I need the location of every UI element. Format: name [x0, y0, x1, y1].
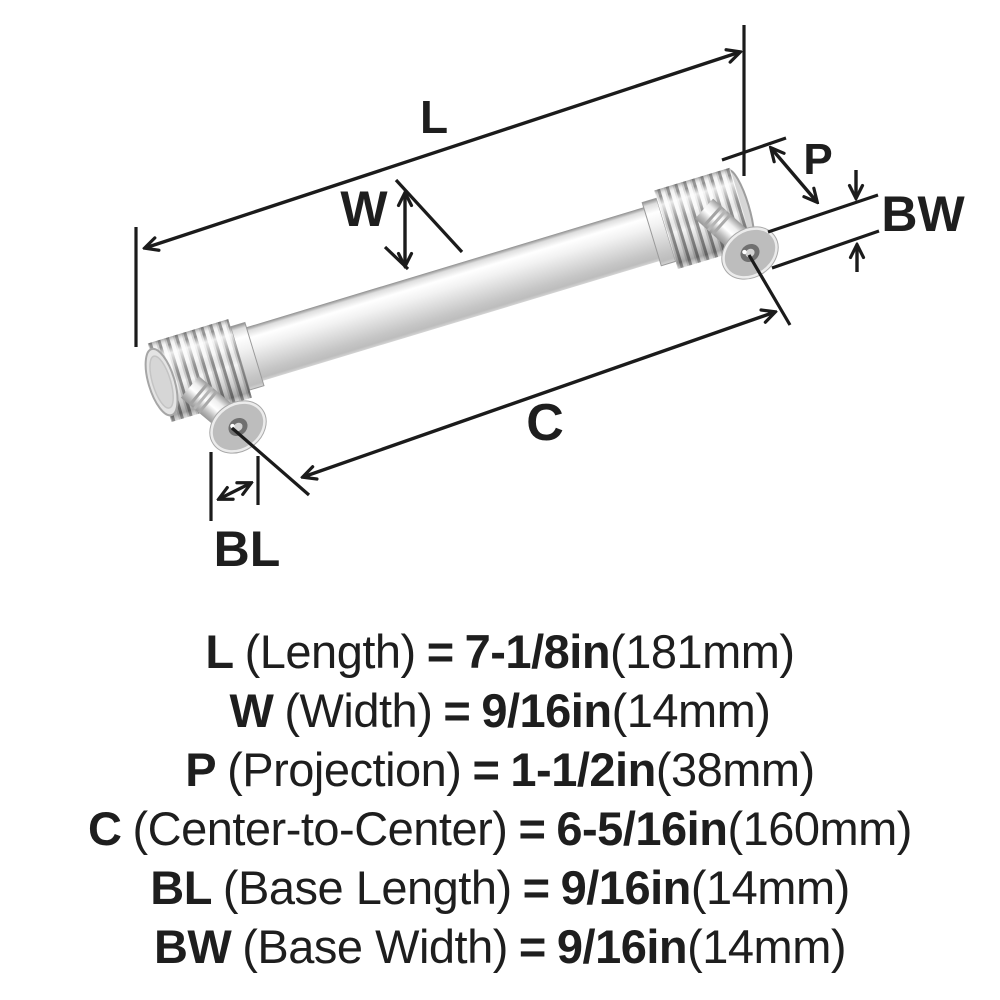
spec-metric: (14mm) [687, 920, 847, 973]
handle-bar [243, 206, 662, 382]
width-label: W [340, 181, 388, 237]
base-width-line-top [767, 193, 879, 234]
spec-inches: 9/16in [481, 684, 612, 737]
diagram-canvas: L W P BW [134, 25, 965, 577]
spec-abbr: BL [150, 861, 212, 914]
base-length-arrow [219, 483, 251, 499]
left-post-knurl-line [193, 386, 214, 410]
projection-label: P [803, 135, 832, 184]
dimension-base-width: BW [767, 170, 965, 272]
spec-abbr: BW [153, 920, 232, 973]
spec-equals: = [518, 802, 546, 855]
center-leader-left [230, 426, 311, 497]
spec-metric: (181mm) [610, 625, 795, 678]
spec-name: (Center-to-Center) [132, 802, 508, 855]
left-post-knurl-line [197, 390, 219, 414]
spec-row-length: L(Length)=7-1/8in(181mm) [0, 622, 1000, 681]
spec-name: (Width) [284, 684, 433, 737]
spec-name: (Base Length) [222, 861, 512, 914]
handle-bar-group [144, 167, 755, 422]
spec-equals: = [443, 684, 471, 737]
spec-row-base-width: BW(Base Width)=9/16in(14mm) [0, 917, 1000, 976]
spec-list: L(Length)=7-1/8in(181mm) W(Width)=9/16in… [0, 600, 1000, 976]
length-label: L [420, 91, 448, 143]
center-leader-right [747, 254, 792, 326]
right-base-hole [745, 248, 755, 258]
spec-row-base-length: BL(Base Length)=9/16in(14mm) [0, 858, 1000, 917]
spec-row-center-to-center: C(Center-to-Center)=6-5/16in(160mm) [0, 799, 1000, 858]
dimension-base-length: BL [209, 452, 281, 577]
left-cap-end-face-inner [149, 355, 174, 409]
length-arrow [145, 52, 740, 248]
base-width-label: BW [881, 186, 965, 242]
spec-abbr: W [229, 684, 274, 737]
base-width-line-bottom [771, 229, 880, 270]
spec-metric: (14mm) [690, 861, 850, 914]
spec-metric: (14mm) [611, 684, 771, 737]
spec-name: (Base Width) [242, 920, 508, 973]
dimension-annotations: L W P BW [134, 25, 965, 577]
spec-equals: = [522, 861, 550, 914]
spec-abbr: L [205, 625, 234, 678]
left-base-flange [209, 400, 267, 454]
spec-inches: 6-5/16in [556, 802, 728, 855]
spec-row-width: W(Width)=9/16in(14mm) [0, 681, 1000, 740]
spec-inches: 9/16in [556, 920, 688, 973]
spec-row-projection: P(Projection)=1-1/2in(38mm) [0, 740, 1000, 799]
left-post-knurl-line [188, 382, 209, 406]
center-arrow [303, 312, 775, 477]
dimension-projection: P [721, 135, 833, 202]
spec-name: (Projection) [227, 743, 462, 796]
dimension-center-to-center: C [230, 254, 792, 497]
base-length-label: BL [214, 521, 281, 577]
left-base-highlight [230, 423, 235, 429]
spec-inches: 9/16in [560, 861, 692, 914]
spec-metric: (160mm) [727, 802, 912, 855]
handle-illustration [144, 167, 779, 454]
projection-tick [721, 136, 787, 162]
spec-name: (Length) [244, 625, 417, 678]
spec-equals: = [426, 625, 454, 678]
spec-equals: = [518, 920, 546, 973]
spec-inches: 7-1/8in [464, 625, 611, 678]
spec-inches: 1-1/2in [510, 743, 656, 796]
dimension-width: W [340, 178, 464, 271]
spec-metric: (38mm) [655, 743, 815, 796]
spec-abbr: P [185, 743, 217, 796]
center-to-center-label: C [526, 394, 564, 452]
projection-arrow [771, 148, 817, 202]
spec-abbr: C [88, 802, 122, 855]
spec-equals: = [472, 743, 500, 796]
